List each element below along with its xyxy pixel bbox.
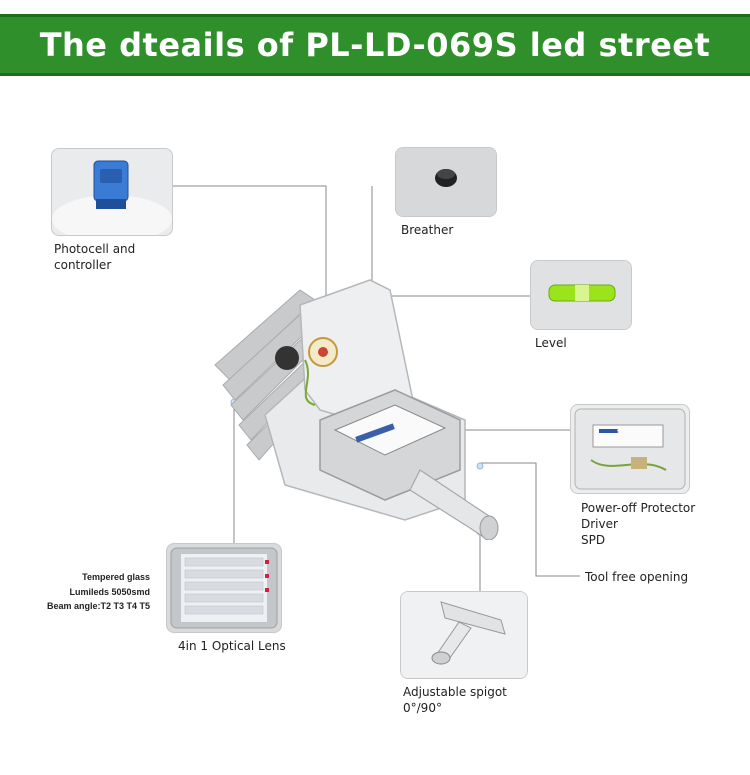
driver-label-line2: Driver <box>581 517 618 531</box>
led-module-icon <box>170 547 278 629</box>
optical-lens-thumbnail <box>166 543 282 633</box>
photocell-icon <box>52 160 172 235</box>
tool-free-label: Tool free opening <box>585 570 689 584</box>
photocell-label: Photocell and controller <box>54 241 135 273</box>
level-icon <box>531 261 631 329</box>
photocell-label-line1: Photocell and <box>54 242 136 256</box>
optical-lens-label: 4in 1 Optical Lens <box>178 639 286 653</box>
spigot-label: Adjustable spigot 0°/90° <box>403 684 507 716</box>
optical-spec-beam-angle: Beam angle:T2 T3 T4 T5 <box>46 601 150 611</box>
title-banner: The dteails of PL-LD-069S led street lig… <box>0 0 750 126</box>
level-thumbnail <box>530 260 632 330</box>
photocell-thumbnail <box>51 148 173 236</box>
street-light-main-image <box>214 279 499 540</box>
page-title: The dteails of PL-LD-069S led street lig… <box>39 26 711 126</box>
spigot-thumbnail <box>400 591 528 679</box>
title-bar-background <box>0 14 750 76</box>
level-label: Level <box>535 336 567 350</box>
breather-label: Breather <box>401 223 454 237</box>
driver-brand-label: PHILIPS <box>599 429 619 435</box>
photocell-label-line2: controller <box>54 258 112 272</box>
driver-label-line3: SPD <box>581 533 606 547</box>
breather-thumbnail <box>395 147 497 217</box>
optical-spec-led: Lumileds 5050smd <box>69 587 150 597</box>
driver-label: Power-off Protector Driver SPD <box>581 500 695 548</box>
spigot-label-line1: Adjustable spigot <box>403 685 507 699</box>
driver-icon <box>574 408 686 490</box>
breather-icon <box>396 148 496 216</box>
driver-thumbnail: PHILIPS <box>570 404 690 494</box>
spigot-icon <box>401 592 527 678</box>
driver-label-line1: Power-off Protector <box>581 501 696 515</box>
spigot-label-line2: 0°/90° <box>403 701 442 715</box>
optical-spec-tempered-glass: Tempered glass <box>82 572 150 582</box>
